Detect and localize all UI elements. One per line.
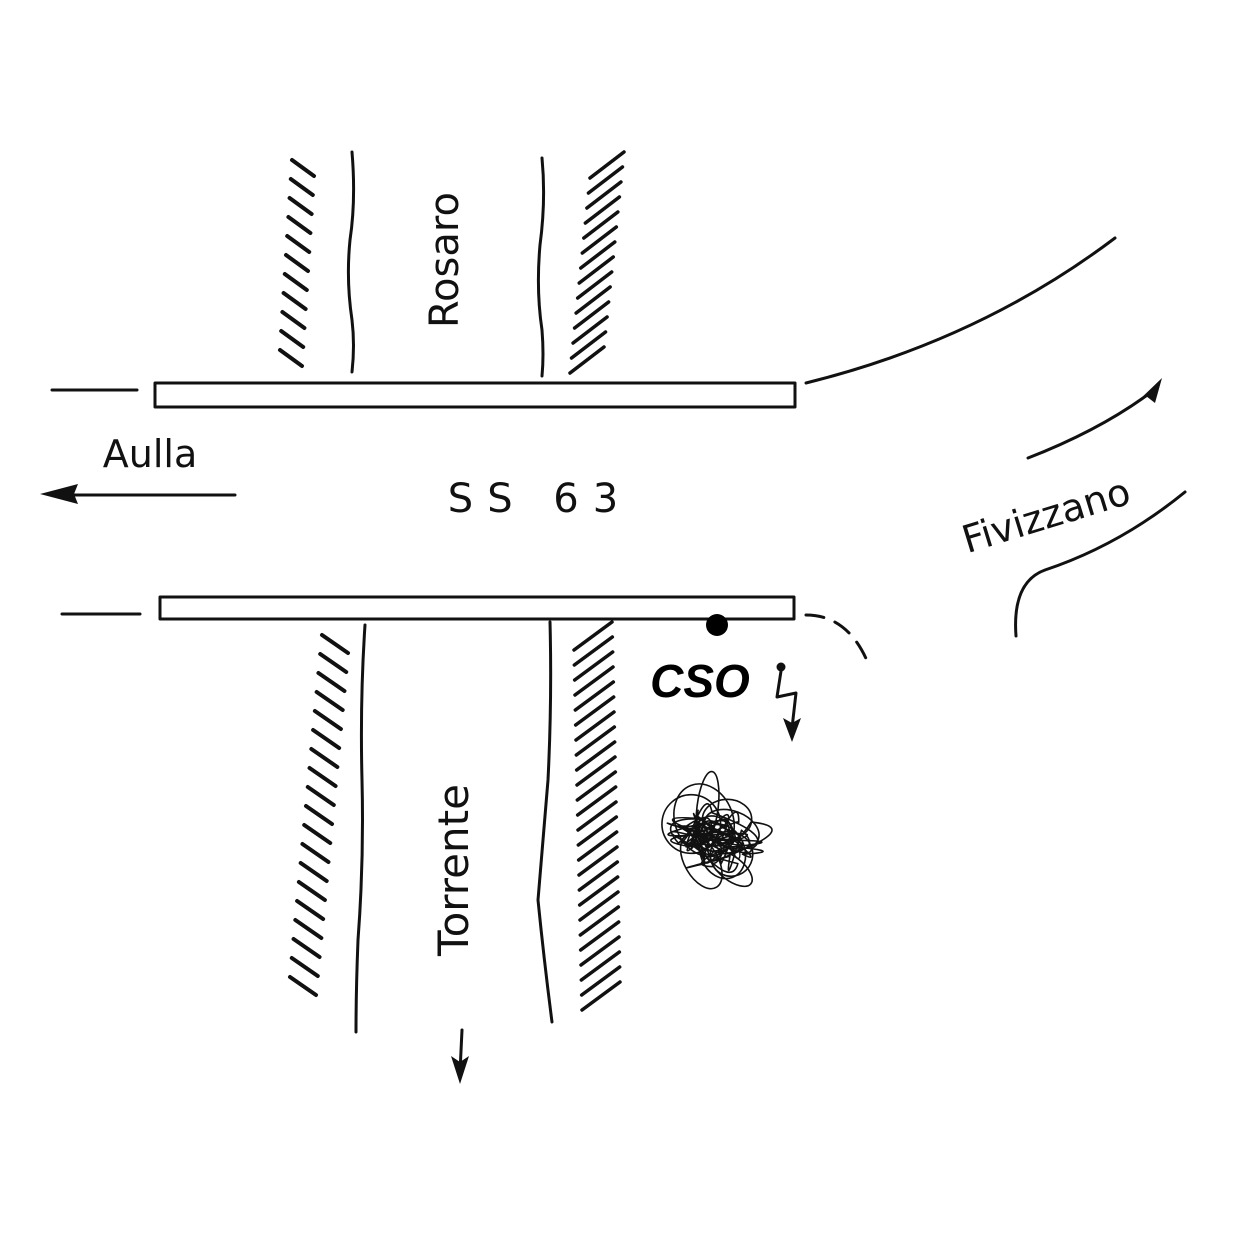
aulla-direction-arrow bbox=[40, 484, 237, 504]
hatch-stroke bbox=[580, 225, 619, 255]
hatch-stroke bbox=[309, 747, 340, 769]
hatch-stroke bbox=[287, 196, 314, 216]
hatch-stroke bbox=[289, 956, 320, 978]
hatch-stroke bbox=[583, 195, 622, 225]
hatch-stroke bbox=[279, 329, 306, 349]
hatch-stroke bbox=[579, 240, 617, 270]
rosaro-left-bank bbox=[346, 150, 356, 374]
hatch-stroke bbox=[572, 650, 615, 682]
hatch-stroke bbox=[575, 785, 618, 817]
hatch-stroke bbox=[578, 890, 620, 922]
torrente-flow-arrow bbox=[451, 1028, 469, 1084]
hatch-stroke bbox=[311, 728, 342, 750]
hatch-stroke bbox=[574, 285, 612, 315]
hatch-stroke bbox=[284, 253, 310, 273]
rosaro-right-bank bbox=[536, 156, 546, 378]
hatch-stroke bbox=[318, 652, 349, 674]
hatch-stroke bbox=[278, 348, 304, 368]
fivizzano-label: Fivizzano bbox=[957, 469, 1136, 562]
hatch-stroke bbox=[576, 830, 619, 862]
cso-label: CSO bbox=[650, 655, 750, 707]
hatch-stroke bbox=[575, 770, 618, 802]
hatch-stroke bbox=[316, 671, 347, 693]
hatch-stroke bbox=[574, 725, 617, 757]
scribble-loop bbox=[695, 770, 720, 845]
hatch-stroke bbox=[296, 880, 327, 902]
rosaro-label: Rosaro bbox=[422, 192, 468, 328]
hatch-stroke bbox=[579, 950, 622, 982]
hatch-stroke bbox=[573, 695, 616, 727]
hatch-stroke bbox=[293, 918, 324, 940]
torrente-left-bank bbox=[354, 623, 367, 1034]
scribble-loop bbox=[694, 815, 731, 853]
hatch-stroke bbox=[577, 875, 620, 907]
hatch-stroke bbox=[578, 905, 621, 937]
hatch-stroke bbox=[588, 150, 626, 180]
hatch-stroke bbox=[307, 766, 338, 788]
hatch-stroke bbox=[572, 635, 615, 667]
hatch-stroke bbox=[586, 165, 625, 195]
hatch-stroke bbox=[577, 860, 620, 892]
hatch-stroke bbox=[577, 845, 619, 877]
hatch-stroke bbox=[576, 815, 619, 847]
hatch-stroke bbox=[314, 690, 345, 712]
torrente-label: Torrente bbox=[429, 784, 478, 957]
torrente-left-hatching bbox=[288, 633, 350, 997]
hatch-stroke bbox=[572, 620, 614, 652]
hatch-stroke bbox=[577, 255, 615, 285]
rosaro-left-hatching bbox=[278, 158, 316, 368]
torrente-right-hatching bbox=[572, 620, 622, 1012]
hatch-stroke bbox=[300, 842, 331, 864]
torrente-right-bank bbox=[536, 620, 554, 1024]
scribble-loop bbox=[679, 833, 723, 890]
hatch-stroke bbox=[573, 665, 615, 697]
hatch-stroke bbox=[580, 980, 622, 1012]
hatch-stroke bbox=[576, 800, 618, 832]
hatch-stroke bbox=[295, 899, 326, 921]
hatch-stroke bbox=[288, 177, 315, 197]
hatch-stroke bbox=[575, 270, 614, 300]
hatch-stroke bbox=[291, 937, 322, 959]
hatch-stroke bbox=[578, 920, 621, 952]
hatch-stroke bbox=[304, 804, 334, 826]
scribble-icon bbox=[661, 770, 773, 890]
hatch-stroke bbox=[579, 935, 621, 967]
hatch-stroke bbox=[579, 965, 622, 997]
hatch-stroke bbox=[290, 158, 316, 178]
scribble-loop bbox=[661, 793, 722, 855]
road-label: SS 63 bbox=[448, 476, 632, 522]
fivizzano-direction-arrow bbox=[1026, 378, 1162, 460]
hatch-stroke bbox=[282, 272, 309, 292]
hatch-stroke bbox=[281, 291, 308, 311]
hatch-stroke bbox=[568, 345, 606, 375]
hatch-stroke bbox=[280, 310, 307, 330]
fivizzano-road-edge bbox=[1014, 490, 1187, 638]
hatch-stroke bbox=[571, 315, 609, 345]
road-upper-edge bbox=[50, 236, 1117, 409]
hatch-stroke bbox=[574, 710, 616, 742]
cso-point-marker bbox=[706, 614, 728, 636]
aulla-label: Aulla bbox=[103, 432, 197, 476]
hatch-stroke bbox=[575, 755, 617, 787]
lightning-arrow-icon bbox=[775, 662, 801, 742]
hatch-stroke bbox=[312, 709, 343, 731]
hatch-stroke bbox=[285, 234, 312, 254]
hatch-stroke bbox=[305, 785, 336, 807]
road-lower-edge bbox=[60, 595, 872, 670]
hatch-stroke bbox=[288, 975, 318, 997]
scribble-loop bbox=[698, 823, 747, 880]
hatch-stroke bbox=[569, 330, 608, 360]
hatch-stroke bbox=[573, 680, 616, 712]
hatch-stroke bbox=[585, 180, 623, 210]
hatch-stroke bbox=[320, 633, 350, 655]
hatch-stroke bbox=[298, 861, 329, 883]
hatch-stroke bbox=[286, 215, 313, 235]
hatch-stroke bbox=[574, 740, 617, 772]
scribble-stroke bbox=[666, 802, 773, 874]
rosaro-right-hatching bbox=[568, 150, 626, 375]
hatch-stroke bbox=[582, 210, 620, 240]
hatch-stroke bbox=[572, 300, 611, 330]
hatch-stroke bbox=[302, 823, 333, 845]
